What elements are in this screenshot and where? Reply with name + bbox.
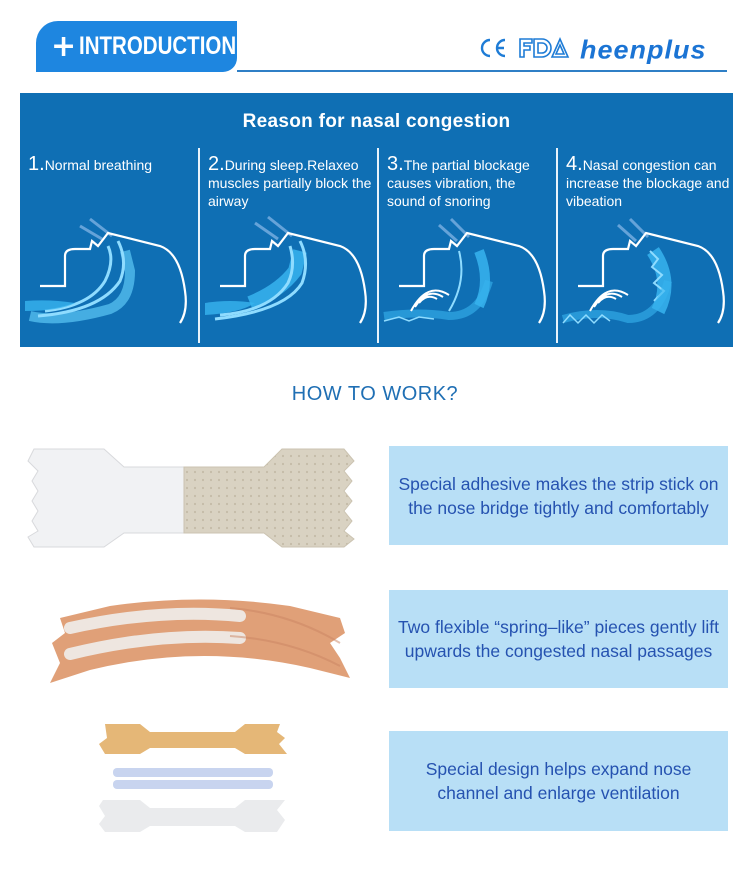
panel-title: Reason for nasal congestion bbox=[242, 111, 511, 132]
fda-logo-icon bbox=[518, 36, 570, 64]
nasal-congestion-panel: Reason for nasal congestion 1.Normal bre… bbox=[20, 93, 733, 347]
stage-description: Nasal congestion can increase the blocka… bbox=[566, 157, 730, 209]
introduction-tab: + INTRODUCTION bbox=[36, 21, 237, 72]
introduction-label: INTRODUCTION bbox=[79, 32, 237, 60]
stage-4: 4.Nasal congestion can increase the bloc… bbox=[558, 149, 736, 344]
ce-logo-icon bbox=[478, 37, 508, 64]
nasal-strip-layers-image bbox=[99, 724, 287, 832]
feature-description-box: Special adhesive makes the strip stick o… bbox=[389, 446, 728, 545]
certification-logos: heenplus bbox=[478, 33, 707, 67]
airway-snoring-icon bbox=[383, 217, 546, 324]
how-to-work-title: HOW TO WORK? bbox=[291, 383, 459, 405]
feature-description-box: Special design helps expand nose channel… bbox=[389, 731, 728, 831]
stage-2: 2.During sleep.Relaxeo muscles partially… bbox=[200, 149, 378, 344]
stage-divider bbox=[377, 148, 379, 343]
heenplus-brand-logo: heenplus bbox=[580, 35, 707, 64]
feature-description-box: Two flexible “spring–like” pieces gently… bbox=[389, 590, 728, 688]
stage-3: 3.The partial blockage causes vibration,… bbox=[379, 149, 557, 344]
stage-number: 2. bbox=[208, 153, 225, 175]
airway-partially-blocked-icon bbox=[205, 215, 367, 324]
stage-description: The partial blockage causes vibration, t… bbox=[387, 157, 530, 209]
stage-number: 1. bbox=[28, 153, 45, 175]
plus-icon: + bbox=[51, 28, 77, 64]
feature-description: Special design helps expand nose channel… bbox=[425, 759, 692, 803]
stage-number: 4. bbox=[566, 153, 583, 175]
stage-description: Normal breathing bbox=[44, 157, 153, 173]
airway-normal-icon bbox=[25, 217, 187, 324]
feature-description: Two flexible “spring–like” pieces gently… bbox=[398, 617, 719, 661]
nasal-strip-adhesive-image bbox=[27, 448, 355, 548]
stage-number: 3. bbox=[387, 153, 404, 175]
stage-divider bbox=[198, 148, 200, 343]
nasal-strip-spring-image bbox=[50, 599, 350, 683]
feature-description: Special adhesive makes the strip stick o… bbox=[398, 473, 719, 518]
stage-divider bbox=[556, 148, 558, 343]
header-divider bbox=[237, 70, 727, 72]
airway-congested-icon bbox=[561, 217, 725, 325]
stage-1: 1.Normal breathing bbox=[20, 149, 198, 344]
stage-description: During sleep.Relaxeo muscles partially b… bbox=[208, 157, 372, 209]
